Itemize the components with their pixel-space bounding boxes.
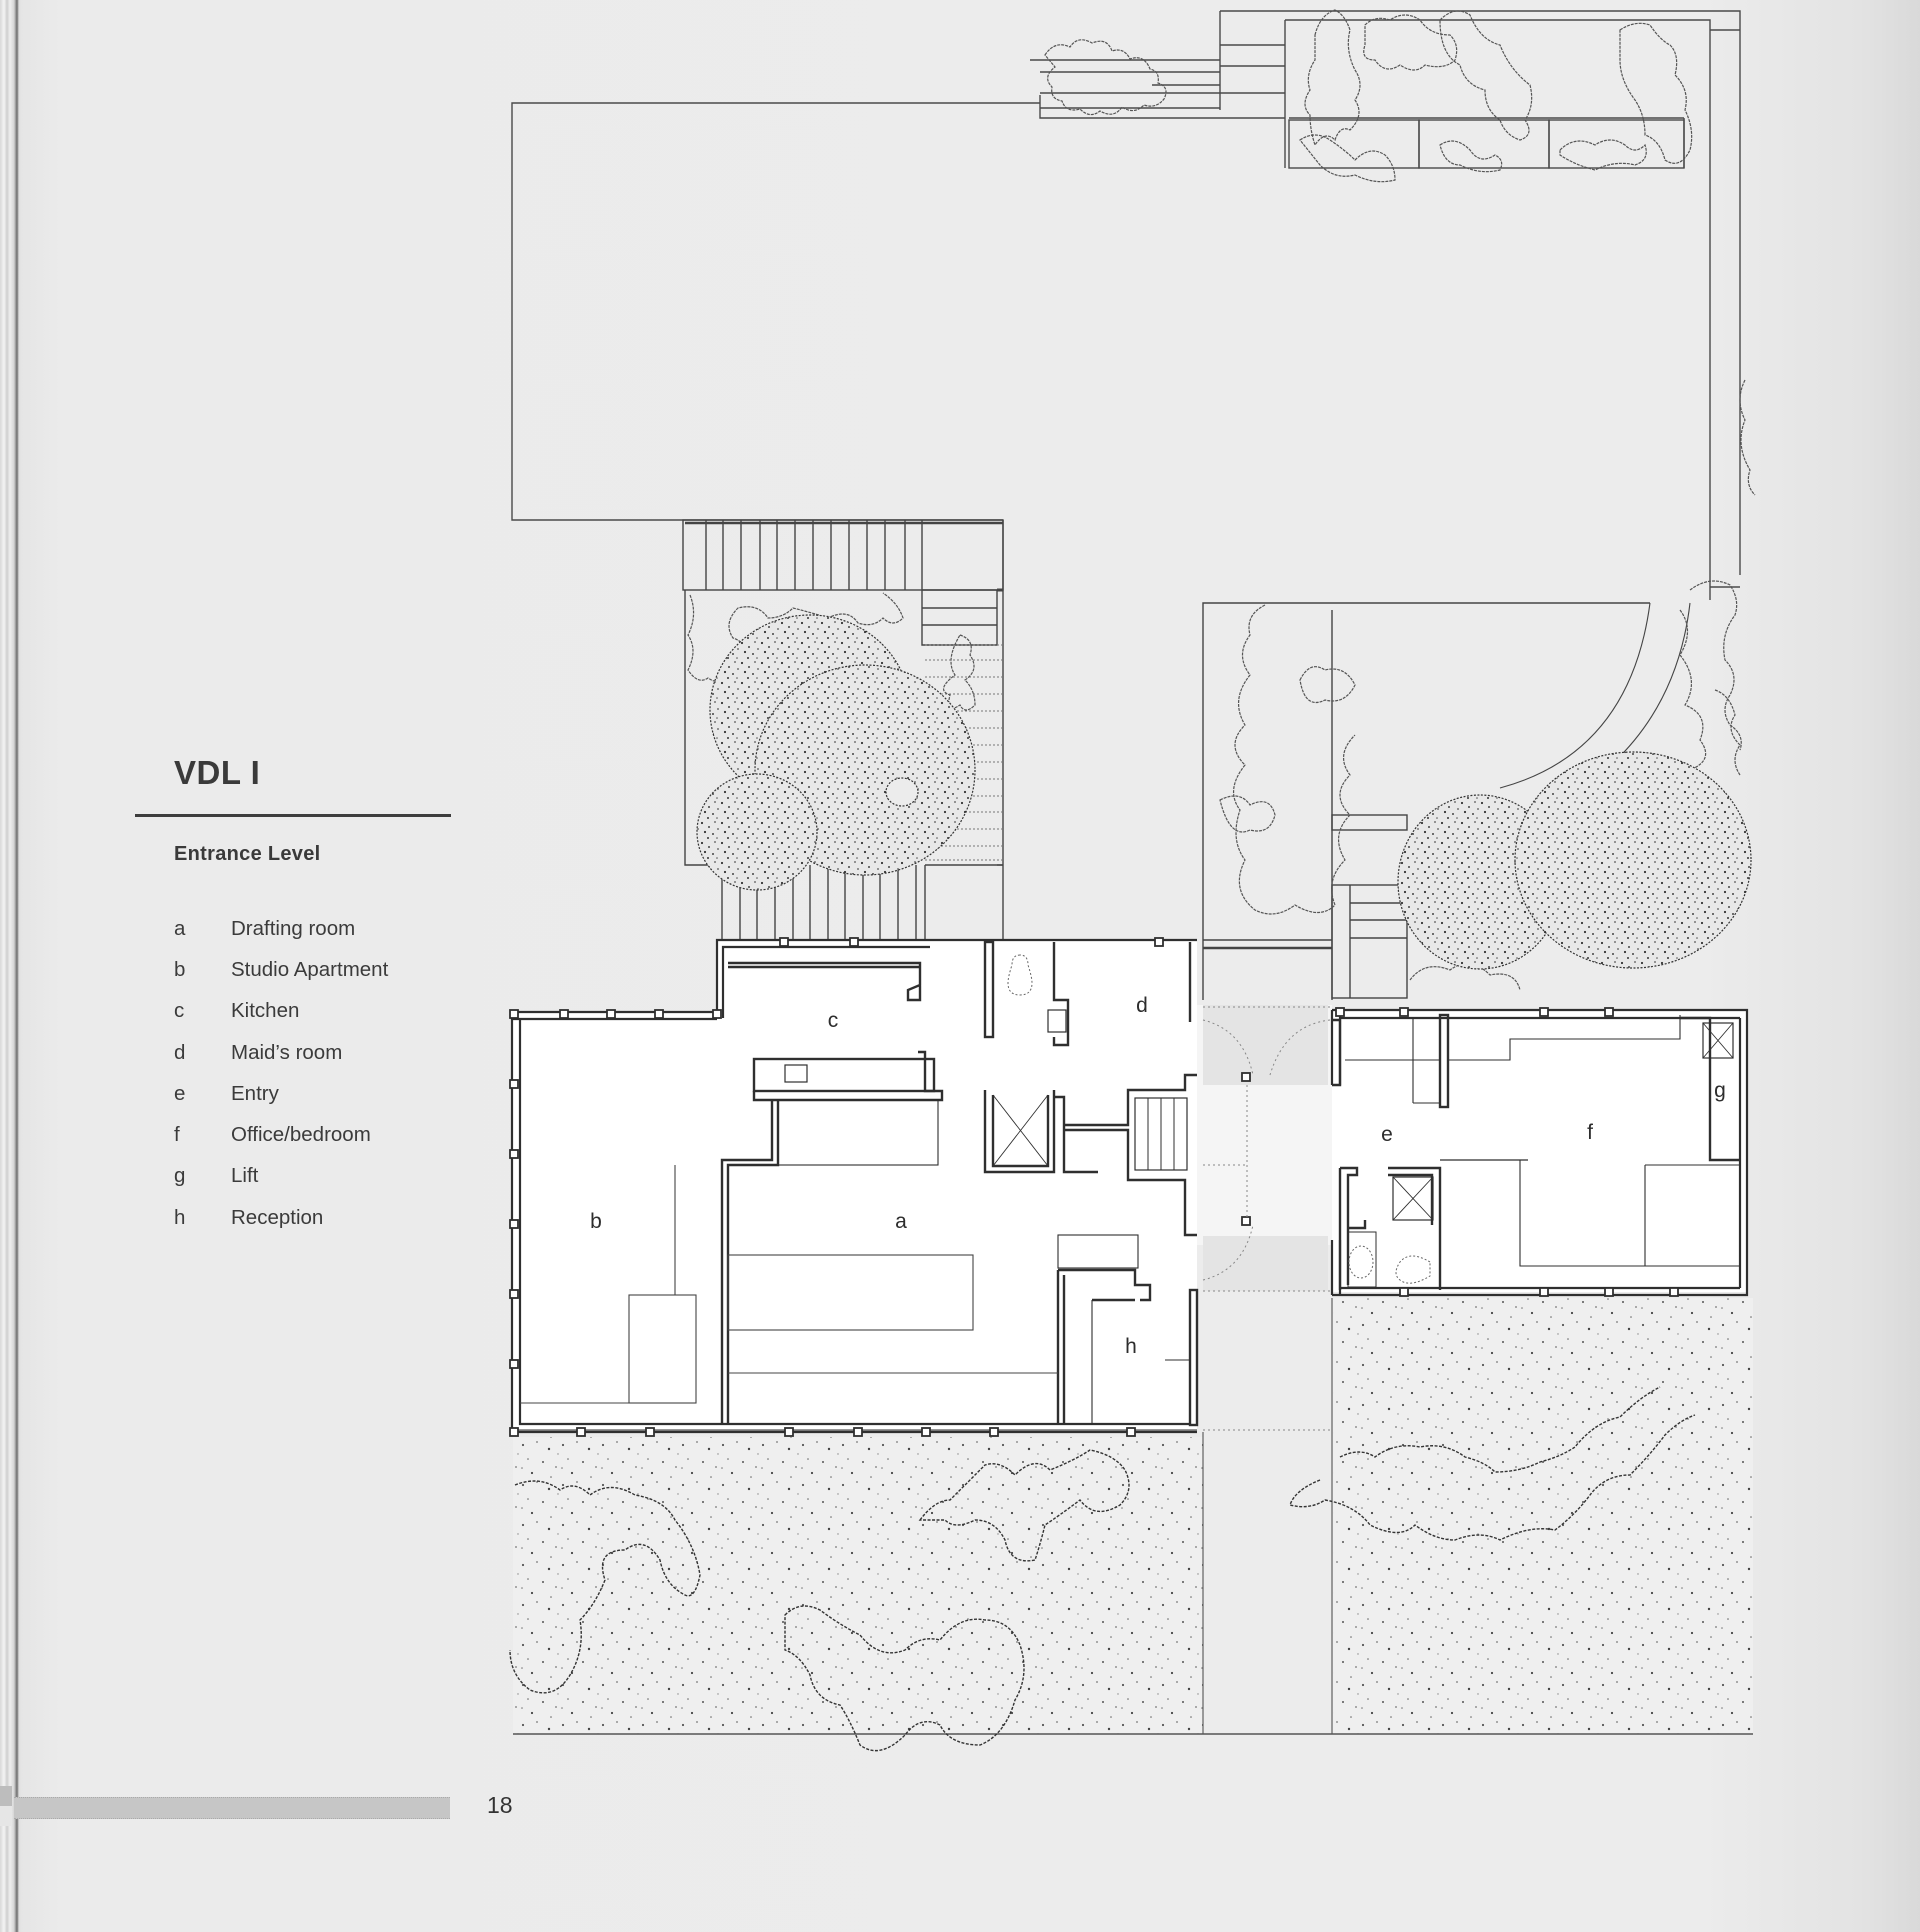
legend-key: g — [174, 1164, 186, 1188]
legend-key: f — [174, 1123, 180, 1147]
title-divider — [135, 814, 451, 817]
room-label-f: f — [1587, 1121, 1593, 1144]
room-label-c: c — [827, 1009, 839, 1032]
shrub-outlines-left-courtyard — [687, 592, 976, 711]
legend-item: b Studio Apartment — [174, 949, 388, 990]
legend-label: Studio Apartment — [231, 957, 389, 981]
legend-item: g Lift — [174, 1156, 388, 1197]
shrub-outlines-ground — [509, 1386, 1696, 1752]
shrub-outlines-top — [1044, 9, 1756, 751]
book-binding-edge — [0, 0, 22, 1932]
legend-label: Maid’s room — [231, 1040, 343, 1064]
plumbing-fixtures-right — [1348, 1245, 1431, 1284]
room-legend: a Drafting room b Studio Apartment c Kit… — [174, 908, 388, 1238]
door-swings — [1202, 1006, 1332, 1431]
legend-label: Office/bedroom — [231, 1123, 371, 1147]
ground-cover — [513, 1298, 1753, 1735]
legend-item: d Maid’s room — [174, 1032, 388, 1073]
legend-label: Lift — [231, 1164, 259, 1188]
legend-item: c Kitchen — [174, 991, 388, 1032]
footer-bar-edge — [0, 1786, 12, 1826]
room-label-e: e — [1381, 1123, 1393, 1146]
legend-item: a Drafting room — [174, 908, 388, 949]
room-label-b: b — [590, 1210, 602, 1233]
tree-canopies-left — [696, 614, 976, 891]
page-title: VDL I — [174, 754, 261, 791]
legend-key: e — [174, 1081, 186, 1105]
legend-label: Reception — [231, 1205, 324, 1229]
room-label-g: g — [1714, 1079, 1726, 1102]
legend-label: Kitchen — [231, 999, 300, 1023]
interior-walls-right — [1332, 1013, 1740, 1290]
legend-key: h — [174, 1205, 186, 1229]
legend-key: b — [174, 957, 186, 981]
legend-item: e Entry — [174, 1073, 388, 1114]
columns — [509, 937, 1679, 1437]
room-label-a: a — [895, 1210, 907, 1233]
tree-canopies-right — [1397, 751, 1752, 970]
upper-site-outline — [511, 10, 1741, 600]
page-subtitle: Entrance Level — [174, 843, 321, 865]
plumbing-fixtures — [1007, 954, 1033, 996]
legend-key: a — [174, 916, 186, 940]
legend-label: Drafting room — [231, 916, 356, 940]
room-label-d: d — [1136, 994, 1148, 1017]
page-number: 18 — [487, 1792, 513, 1818]
legend-item: f Office/bedroom — [174, 1114, 388, 1155]
entry-paving — [1203, 1005, 1328, 1291]
legend-label: Entry — [231, 1081, 279, 1105]
legend-key: c — [174, 999, 185, 1023]
footer-bar — [14, 1797, 450, 1819]
room-label-h: h — [1125, 1335, 1137, 1358]
furniture-left — [520, 1165, 1058, 1404]
building-interior — [512, 940, 1747, 1430]
legend-item: h Reception — [174, 1197, 388, 1238]
legend-key: d — [174, 1040, 186, 1064]
